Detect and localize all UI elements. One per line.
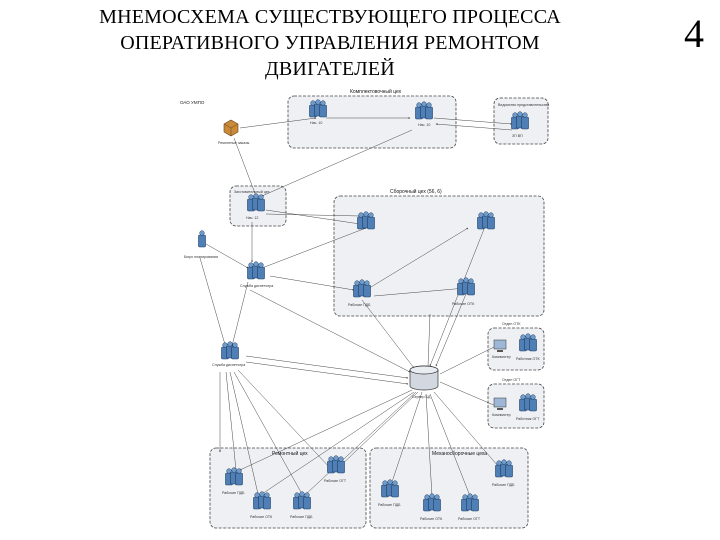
worker1-node: Рабочие ПДБ <box>348 280 371 307</box>
worker5-label: Рабочие ПДБ <box>290 515 313 519</box>
group-top-shop: Комплектовочный цех <box>287 88 457 149</box>
slide-title: МНЕМОСХЕМА СУЩЕСТВУЮЩЕГО ПРОЦЕССА ОПЕРАТ… <box>60 4 600 82</box>
boss1-label: Нач. 10 <box>310 121 322 125</box>
otk-worker-label: Работник ОТК <box>516 357 540 361</box>
worker2-node: Рабочие ОТК <box>452 278 475 306</box>
worker7-node: Рабочие ПДБ <box>378 480 401 507</box>
server-label: Сервер БД <box>412 395 431 399</box>
group-bottom-right-label: Механосборочные цеха <box>432 451 487 457</box>
worker5-node: Рабочие ПДБ <box>290 492 313 519</box>
boss2-node: Нач. 12 <box>246 194 265 220</box>
worker4-label: Рабочие ОТК <box>250 515 273 519</box>
boss1-node: Нач. 10 <box>310 100 327 125</box>
worker6-node: Рабочие ОГТ <box>324 456 347 483</box>
group-ogt-label: Отдел ОГТ <box>502 378 521 382</box>
assembly-b-node <box>478 212 495 229</box>
planner-node: Бюро планирования <box>184 230 218 259</box>
ogt-pc-label: Компьютер <box>492 413 511 417</box>
worker2-label: Рабочие ОТК <box>452 302 475 306</box>
worker4-node: Рабочие ОТК <box>250 492 273 519</box>
boss1b-label: Нач. 10 <box>418 123 430 127</box>
customer-node: Ремонтные заказы <box>218 119 250 145</box>
slide-number: 4 <box>684 11 704 56</box>
worker7-label: Рабочие ПДБ <box>378 503 401 507</box>
dispatch-left-node: Служба диспетчера <box>212 342 245 367</box>
otk-pc-label: Компьютер <box>492 355 511 359</box>
worker8-label: Рабочие ОТК <box>420 517 443 521</box>
customer-label: Ремонтные заказы <box>218 141 250 145</box>
dispatcher-label: Служба диспетчера <box>240 284 273 288</box>
ogt-worker-node: Работник ОГТ <box>516 394 540 421</box>
group-top-shop-label: Комплектовочный цех <box>350 88 402 95</box>
title-line-3: ДВИГАТЕЛЕЙ <box>265 58 395 80</box>
group-bottom-left: Ремонтный цех <box>209 447 367 529</box>
group-otk-label: Отдел ОТК <box>502 322 521 326</box>
database-server: Сервер БД <box>409 365 439 399</box>
group-assembly-label: Сборочный цех (56, 6) <box>390 188 442 195</box>
dispatch-left-label: Служба диспетчера <box>212 363 245 367</box>
worker9-node: Рабочие ОГТ <box>458 494 481 521</box>
group-right-top-label: Ведомство представительства <box>498 103 549 107</box>
rep-label: ЗП ВП <box>512 134 523 138</box>
dispatcher-node: Служба диспетчера <box>240 262 273 288</box>
ogt-pc-node: Компьютер <box>492 397 511 417</box>
worker8-node: Рабочие ОТК <box>420 494 443 521</box>
org-label: ОАО УМПО <box>180 100 205 105</box>
group-bottom-left-label: Ремонтный цех <box>272 450 308 457</box>
planner-label: Бюро планирования <box>184 255 218 259</box>
assembly-a-node <box>358 212 375 229</box>
otk-worker-node: Работник ОТК <box>516 334 540 361</box>
worker3-node: Рабочие ПДБ <box>222 468 245 495</box>
worker10-node: Рабочие ПДБ <box>492 460 515 487</box>
group-mid-left-label: Заготовительный цех <box>234 190 270 194</box>
rep-node: ЗП ВП <box>512 112 529 138</box>
worker6-label: Рабочие ОГТ <box>324 479 347 483</box>
worker1-label: Рабочие ПДБ <box>348 303 371 307</box>
worker10-label: Рабочие ПДБ <box>492 483 515 487</box>
group-bottom-right: Механосборочные цеха <box>369 447 529 529</box>
boss1b-node: Нач. 10 <box>416 102 433 127</box>
ogt-worker-label: Работник ОГТ <box>516 417 540 421</box>
title-line-2: ОПЕРАТИВНОГО УПРАВЛЕНИЯ РЕМОНТОМ <box>120 32 540 54</box>
otk-pc-node: Компьютер <box>492 339 511 359</box>
connections <box>199 117 513 497</box>
boss2-label: Нач. 12 <box>246 216 258 220</box>
worker3-label: Рабочие ПДБ <box>222 491 245 495</box>
worker9-label: Рабочие ОГТ <box>458 517 481 521</box>
title-line-1: МНЕМОСХЕМА СУЩЕСТВУЮЩЕГО ПРОЦЕССА <box>99 6 561 28</box>
